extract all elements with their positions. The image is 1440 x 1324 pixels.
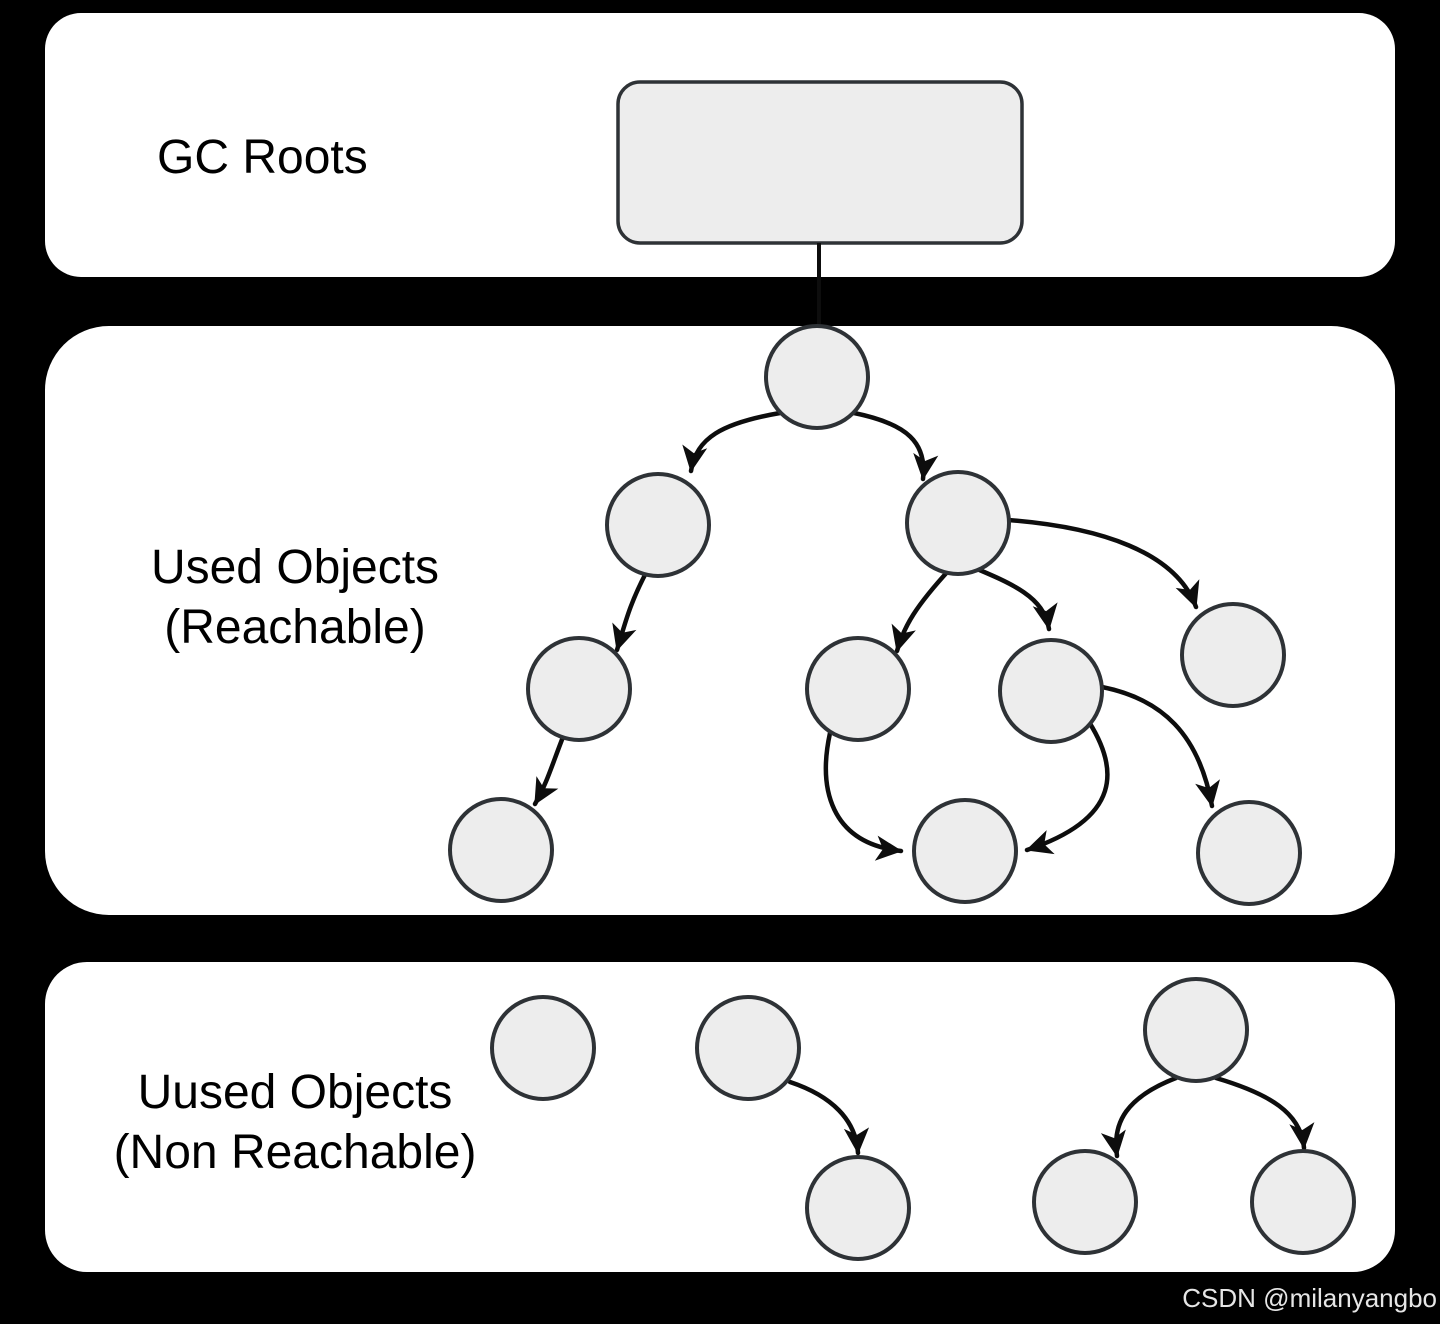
unused-objects-label-line2: (Non Reachable) [113, 1126, 477, 1179]
watermark: CSDN @milanyangbo [1182, 1283, 1437, 1313]
unused-objects-label: Uused Objects (Non Reachable) [90, 1063, 500, 1183]
used-objects-label: Used Objects (Reachable) [95, 538, 495, 658]
used-objects-label-line1: Used Objects [150, 541, 440, 594]
gc-roots-label: GC Roots [157, 131, 368, 184]
used-objects-label-line2: (Reachable) [164, 601, 426, 654]
unused-objects-label-line1: Uused Objects [137, 1066, 453, 1119]
